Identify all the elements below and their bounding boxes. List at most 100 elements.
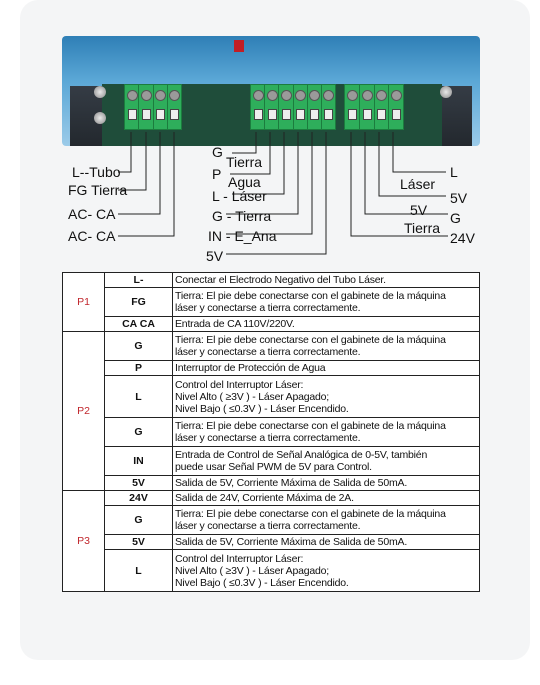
label-in: IN - E_Ana (208, 228, 277, 244)
description-cell: Salida de 5V, Corriente Máxima de Salida… (172, 534, 480, 550)
pin-description-table: P1 L- Conectar el Electrodo Negativo del… (62, 272, 480, 592)
terminal-pin (154, 85, 168, 129)
label-ac-1: AC- CA (68, 206, 116, 222)
pin-cell: P (104, 360, 173, 376)
terminal-pin (360, 85, 375, 129)
terminal-block-p1 (124, 84, 182, 130)
pin-code: IN (208, 228, 222, 244)
terminal-block-p2 (250, 84, 336, 130)
terminal-pin (125, 85, 140, 129)
group-label: P3 (62, 490, 105, 592)
label-l-minus: L--Tubo (72, 164, 121, 180)
label-5v-right: 5V (450, 190, 467, 206)
pin-name: 5V (410, 202, 428, 218)
table-row: 5V Salida de 5V, Corriente Máxima de Sal… (63, 534, 480, 550)
table-row: IN Entrada de Control de Señal Analógica… (63, 446, 480, 476)
pin-code: L- (72, 164, 85, 180)
description-cell: Entrada de CA 110V/220V. (172, 316, 480, 332)
pin-cell: L- (104, 272, 173, 288)
table-row: FG Tierra: El pie debe conectarse con el… (63, 287, 480, 317)
table-row: L Control del Interruptor Láser: Nivel A… (63, 375, 480, 418)
terminal-pin (375, 85, 390, 129)
terminal-pin (168, 85, 181, 129)
pin-cell: G (104, 331, 173, 361)
pin-name: CA (96, 228, 116, 244)
description-cell: Entrada de Control de Señal Analógica de… (172, 446, 480, 476)
pin-name: E_Ana (234, 228, 277, 244)
screw-icon (94, 112, 106, 124)
pin-name: Tubo (89, 164, 121, 180)
pin-code: G (450, 210, 461, 226)
pin-cell: 24V (104, 490, 173, 506)
table-row: P2 G Tierra: El pie debe conectarse con … (62, 331, 480, 491)
pin-cell: L (104, 549, 173, 592)
label-fg: FG Tierra (68, 182, 127, 198)
label-tierra-1: Tierra (226, 154, 262, 170)
label-l-p3: L (450, 164, 458, 180)
description-cell: Control del Interruptor Láser: Nivel Alt… (172, 375, 480, 418)
pin-cell: 5V (104, 534, 173, 550)
pin-code: AC (68, 228, 88, 244)
terminal-pin (322, 85, 335, 129)
description-cell: Tierra: El pie debe conectarse con el ga… (172, 505, 480, 535)
label-agua: Agua (228, 174, 261, 190)
pin-name: Tierra (226, 154, 263, 170)
terminal-pin (308, 85, 322, 129)
description-cell: Salida de 24V, Corriente Máxima de 2A. (172, 490, 480, 506)
table-row: G Tierra: El pie debe conectarse con el … (63, 417, 480, 447)
description-cell: Tierra: El pie debe conectarse con el ga… (172, 287, 480, 317)
label-24v: 24V (450, 230, 475, 246)
terminal-pin (294, 85, 308, 129)
pin-name: CA (96, 206, 116, 222)
label-g-p3: G (450, 210, 461, 226)
description-cell: Tierra: El pie debe conectarse con el ga… (172, 417, 480, 447)
pin-code: 24V (450, 230, 475, 246)
pin-name: Tierra (404, 220, 441, 236)
pin-name: Tierra (235, 208, 272, 224)
pin-code: 5V (206, 248, 224, 264)
pin-cell: FG (104, 287, 173, 317)
label-tierra-p3: Tierra (404, 220, 440, 236)
pin-cell: G (104, 505, 173, 535)
pin-cell: G (104, 417, 173, 447)
red-component (234, 40, 244, 52)
label-p: P (212, 166, 221, 182)
label-ac-2: AC- CA (68, 228, 116, 244)
label-g-1: G (212, 144, 223, 160)
pin-name: Agua (228, 174, 261, 190)
table-row: G Tierra: El pie debe conectarse con el … (63, 505, 480, 535)
terminal-pin (345, 85, 360, 129)
table-row: CA CA Entrada de CA 110V/220V. (63, 316, 480, 332)
terminal-pin (389, 85, 403, 129)
table-row: P1 L- Conectar el Electrodo Negativo del… (62, 272, 480, 332)
description-cell: Salida de 5V, Corriente Máxima de Salida… (172, 475, 480, 491)
pin-name: Láser (400, 176, 436, 192)
description-cell: Control del Interruptor Láser: Nivel Alt… (172, 549, 480, 592)
label-5v-inner: 5V (410, 202, 427, 218)
pin-code: L (212, 188, 220, 204)
table-row: 5V Salida de 5V, Corriente Máxima de Sal… (63, 475, 480, 491)
pin-cell: 5V (104, 475, 173, 491)
label-laser-p3: Láser (400, 176, 435, 192)
description-cell: Interruptor de Protección de Agua (172, 360, 480, 376)
terminal-block-p3 (344, 84, 404, 130)
pin-code: FG (68, 182, 88, 198)
description-cell: Conectar el Electrodo Negativo del Tubo … (172, 272, 480, 288)
terminal-pin (139, 85, 154, 129)
pin-name: Tierra (91, 182, 128, 198)
pin-code: G (212, 208, 223, 224)
pin-code: AC (68, 206, 88, 222)
label-g-2: G - Tierra (212, 208, 272, 224)
pin-cell: L (104, 375, 173, 418)
pin-cell: IN (104, 446, 173, 476)
pin-code: G (212, 144, 223, 160)
table-row: P Interruptor de Protección de Agua (63, 360, 480, 376)
terminal-pin (279, 85, 294, 129)
group-label: P1 (62, 272, 105, 332)
group-label: P2 (62, 331, 105, 491)
pin-code: L (450, 164, 458, 180)
pin-name: Láser (231, 188, 267, 204)
pin-cell: CA CA (104, 316, 173, 332)
table-row: L Control del Interruptor Láser: Nivel A… (63, 549, 480, 592)
